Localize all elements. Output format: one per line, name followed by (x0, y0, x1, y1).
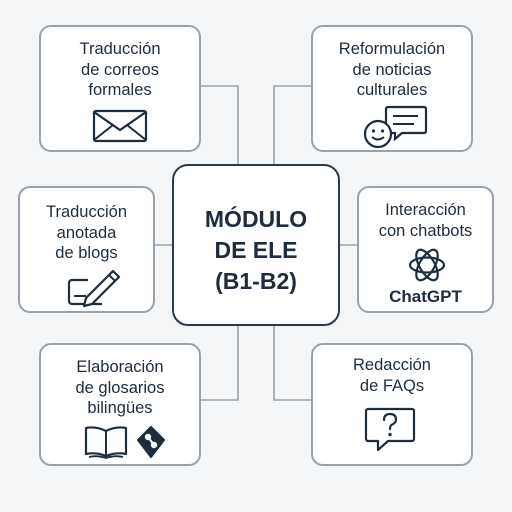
translation-app-icon (137, 426, 165, 458)
node-label: Reformulación de noticias culturales (338, 40, 446, 99)
center-module-box: MÓDULO DE ELE (B1-B2) (172, 164, 340, 326)
node-redaccion-faqs: Redacción de FAQs (311, 343, 473, 466)
node-label: Elaboración de glosarios bilingües (75, 358, 165, 417)
node-label: Traducción de correos formales (79, 40, 161, 99)
node-label: Interacción con chatbots (378, 201, 473, 240)
node-traduccion-blogs: Traducción anotada de blogs (18, 186, 155, 313)
node-label: Traducción anotada de blogs (45, 203, 127, 262)
node-label: Redacción de FAQs (353, 356, 431, 395)
node-interaccion-chatbots: Interacción con chatbots ChatGPT (357, 186, 494, 313)
node-elaboracion-glosarios: Elaboración de glosarios bilingües (39, 343, 201, 466)
book-icon (84, 426, 128, 459)
node-reformulacion-noticias: Reformulación de noticias culturales (311, 25, 473, 152)
chatgpt-logo-text: ChatGPT (389, 287, 462, 306)
question-bubble-icon (364, 407, 416, 452)
pen-writing-icon (67, 269, 121, 308)
smiley-chat-icon (363, 105, 428, 149)
openai-logo-icon (408, 248, 446, 282)
node-traduccion-correos: Traducción de correos formales (39, 25, 201, 152)
envelope-icon (92, 109, 148, 143)
center-module-title: MÓDULO DE ELE (B1-B2) (204, 206, 308, 294)
